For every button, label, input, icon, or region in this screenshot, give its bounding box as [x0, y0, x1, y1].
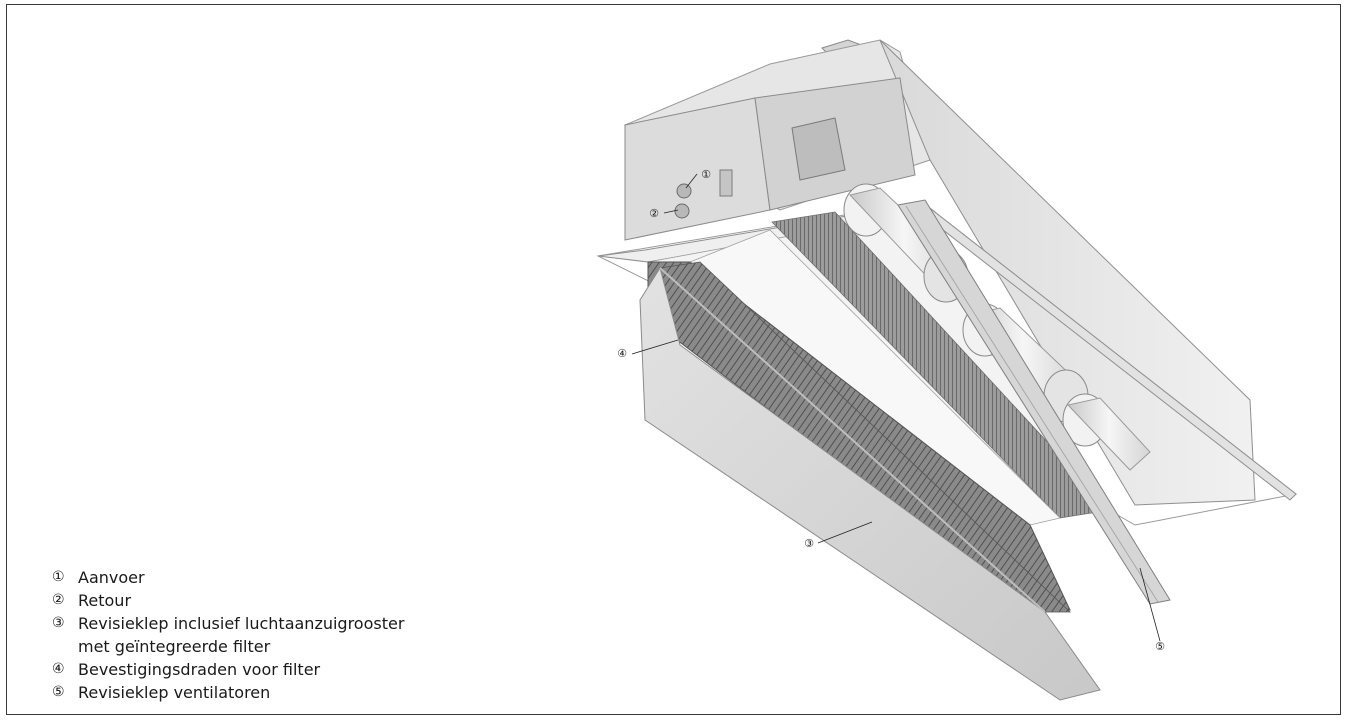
- legend-label: Revisieklep ventilatoren: [78, 683, 271, 702]
- fan-3: [1062, 393, 1151, 471]
- bottom-frame: [596, 201, 1298, 526]
- leader-1: [685, 173, 698, 189]
- leader-5: [1139, 567, 1161, 642]
- legend-item-2: ② Retour: [52, 589, 404, 612]
- callout-leaders: [631, 173, 1161, 642]
- inlet-grille-flap: [639, 261, 1101, 701]
- legend-label: Aanvoer: [78, 568, 145, 587]
- legend-label: Revisieklep inclusief luchtaanzuigrooste…: [78, 614, 405, 656]
- svg-text:①: ①: [701, 168, 711, 181]
- legend-item-5: ⑤ Revisieklep ventilatoren: [52, 681, 404, 704]
- legend-number: ⑤: [52, 684, 65, 700]
- leader-3: [817, 521, 873, 544]
- legend-number: ③: [52, 615, 65, 631]
- callout-marker-1: ①: [701, 168, 711, 181]
- svg-text:③: ③: [804, 537, 814, 550]
- callout-marker-2: ②: [649, 207, 659, 220]
- fan-service-flap: [897, 199, 1171, 605]
- callout-marker-5: ⑤: [1155, 640, 1165, 653]
- legend-label: Bevestigingsdraden voor filter: [78, 660, 321, 679]
- legend-number: ①: [52, 569, 65, 585]
- component-legend: ① Aanvoer ② Retour ③ Revisieklep inclusi…: [52, 566, 404, 704]
- leader-4: [631, 339, 679, 355]
- callout-marker-4: ④: [617, 347, 627, 360]
- legend-item-3: ③ Revisieklep inclusief luchtaanzuigroos…: [52, 612, 404, 658]
- legend-item-4: ④ Bevestigingsdraden voor filter: [52, 658, 404, 681]
- callout-markers: ① ② ③ ④ ⑤: [617, 168, 1165, 653]
- legend-number: ④: [52, 661, 65, 677]
- leader-2: [663, 209, 679, 214]
- svg-text:②: ②: [649, 207, 659, 220]
- legend-item-1: ① Aanvoer: [52, 566, 404, 589]
- legend-number: ②: [52, 592, 65, 608]
- svg-text:④: ④: [617, 347, 627, 360]
- svg-text:⑤: ⑤: [1155, 640, 1165, 653]
- callout-marker-3: ③: [804, 537, 814, 550]
- legend-label: Retour: [78, 591, 132, 610]
